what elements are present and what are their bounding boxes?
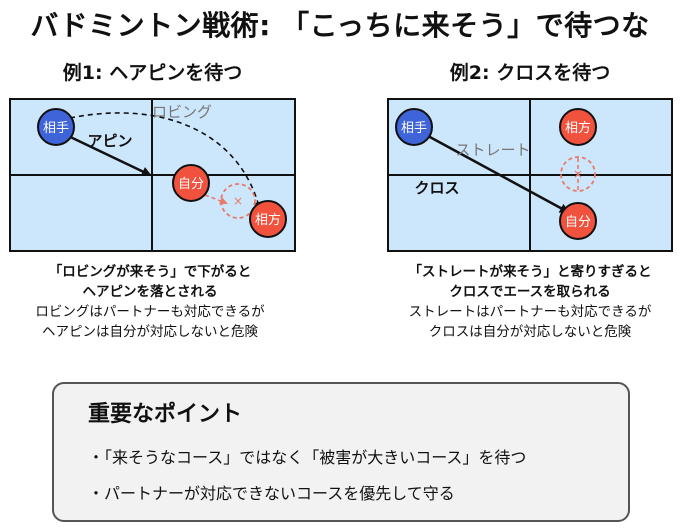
self-marker-1 <box>172 164 210 202</box>
straight-label: ストレート <box>455 141 530 159</box>
partner-marker-2 <box>559 108 597 146</box>
opponent-marker-2 <box>395 108 433 146</box>
key-points-title: 重要なポイント <box>88 402 243 427</box>
lob-label: ロビング <box>152 103 212 121</box>
partner-label-2: 相方 <box>565 120 591 136</box>
example1-caption-2: ヘアピンは自分が対応しないと危険 <box>42 324 258 340</box>
partner-marker-1 <box>249 200 287 238</box>
key-point-2: ・パートナーが対応できないコースを優先して守る <box>88 484 455 503</box>
hairpin-label: アピン <box>87 132 132 150</box>
self-label-1: 自分 <box>178 177 204 192</box>
self-marker-2 <box>559 202 597 240</box>
partner-label-1: 相方 <box>255 212 281 228</box>
self-ghost-position <box>220 183 256 219</box>
page-title: バドミントン戦術: 「こっちに来そう」で待つな <box>30 9 650 42</box>
example1-heading: 例1: ヘアピンを待つ <box>62 62 243 84</box>
key-point-1: ・「来そうなコース」ではなく「被害が大きいコース」を待つ <box>88 448 527 467</box>
opponent-1-marker <box>37 108 75 146</box>
example1-caption-bold-2: ヘアピンを落とされる <box>82 284 218 300</box>
cross-arrow <box>427 134 570 214</box>
self-ghost-cross: × <box>233 194 243 208</box>
example2-caption-1: ストレートはパートナーも対応できるが <box>408 304 652 320</box>
example2-caption-bold-2: クロスでエースを取られる <box>449 284 611 300</box>
opponent-1-label: 相手 <box>43 121 69 136</box>
hairpin-arrow <box>61 131 152 177</box>
opponent-label-2: 相手 <box>401 121 427 136</box>
example1-caption: 「ロビングが来そう」で下がると ヘアピンを落とされる ロビングはパートナーも対応… <box>0 262 300 342</box>
example2-heading: 例2: クロスを待つ <box>449 62 611 84</box>
self-label-2: 自分 <box>565 215 591 230</box>
key-points-box: 重要なポイント ・「来そうなコース」ではなく「被害が大きいコース」を待つ ・パー… <box>52 382 630 522</box>
self-ghost-cross-2: × <box>573 167 583 181</box>
example2-caption: 「ストレートが来そう」と寄りすぎると クロスでエースを取られる ストレートはパー… <box>372 262 680 342</box>
example1-caption-1: ロビングはパートナーも対応できるが <box>35 304 265 320</box>
court-2 <box>387 98 673 252</box>
example2-caption-bold-1: 「ストレートが来そう」と寄りすぎると <box>408 264 652 280</box>
example2-caption-2: クロスは自分が対応しないと危険 <box>428 324 632 340</box>
example1-caption-bold-1: 「ロビングが来そう」で下がると <box>48 264 252 280</box>
cross-label: クロス <box>414 179 459 197</box>
self-ghost-position-2 <box>560 156 596 192</box>
retreat-arrow <box>204 194 228 205</box>
